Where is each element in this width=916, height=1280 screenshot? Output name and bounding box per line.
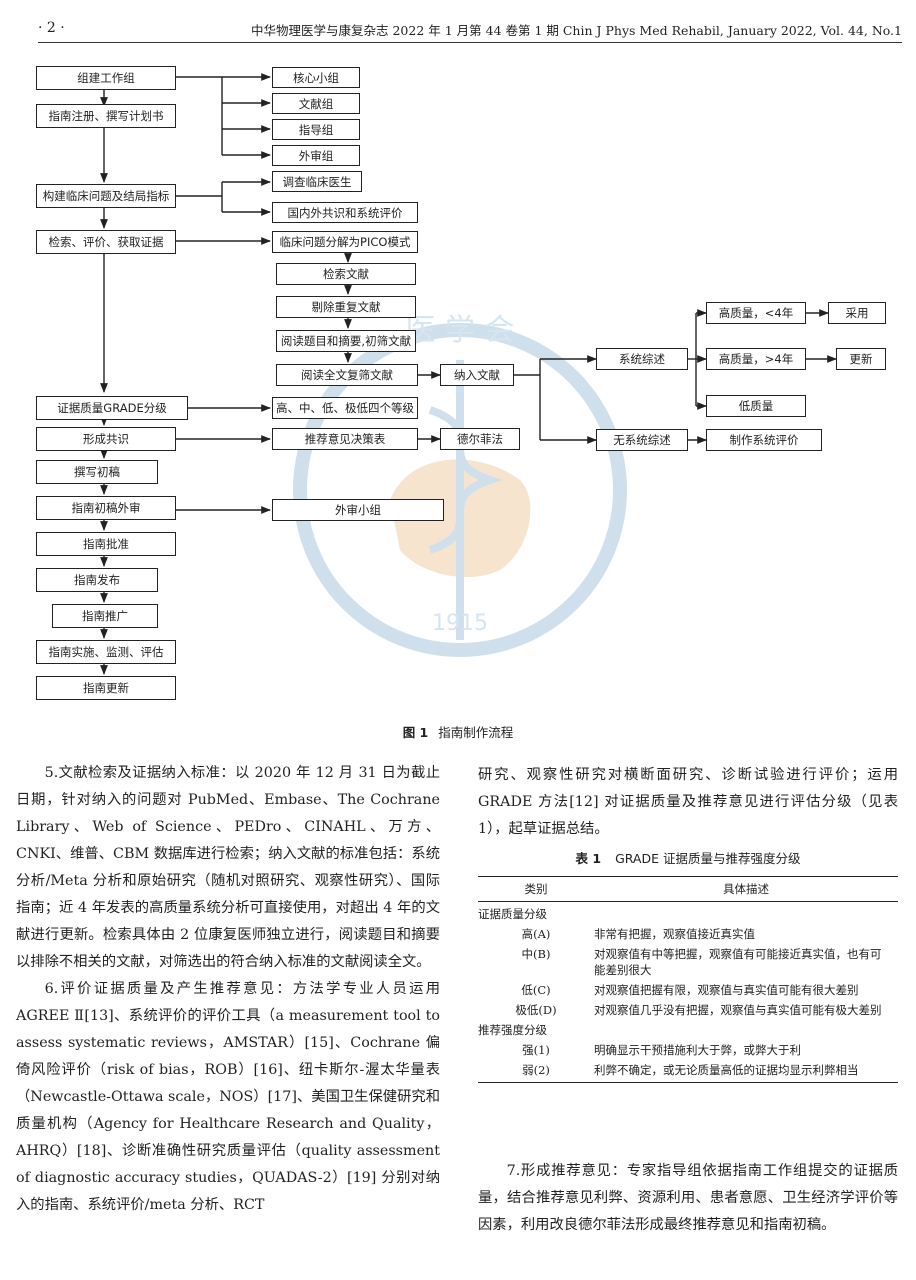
table-cell-description: 对观察值把握有限，观察值与真实值可能有很大差别 bbox=[594, 983, 859, 997]
right-column-top: 研究、观察性研究对横断面研究、诊断试验进行评价；运用 GRADE 方法[12] … bbox=[478, 762, 898, 843]
paragraph-6: 6.评价证据质量及产生推荐意见：方法学专业人员运用 AGREE Ⅱ[13]、系统… bbox=[16, 981, 440, 1213]
node-external-group: 外审组 bbox=[272, 145, 360, 166]
node-search-literature: 检索文献 bbox=[276, 263, 416, 285]
table-title: 表 1 GRADE 证据质量与推荐强度分级 bbox=[478, 848, 898, 867]
table-cell-category: 低(C) bbox=[521, 983, 551, 997]
table-label: 表 1 bbox=[575, 851, 602, 866]
figure-caption-text: 指南制作流程 bbox=[438, 725, 514, 740]
node-draft: 撰写初稿 bbox=[36, 460, 158, 484]
node-build-workgroup: 组建工作组 bbox=[36, 66, 176, 90]
paragraph-7: 7.形成推荐意见：专家指导组依据指南工作组提交的证据质量，结合推荐意见利弊、资源… bbox=[478, 1163, 898, 1233]
node-publish: 指南发布 bbox=[36, 568, 158, 592]
table-group-row: 推荐强度分级 bbox=[478, 1021, 898, 1041]
node-make-review: 制作系统评价 bbox=[706, 429, 822, 451]
table-cell-description: 明确显示干预措施利大于弊，或弊大于利 bbox=[594, 1043, 801, 1057]
table-row: 弱(2)利弊不确定，或无论质量高低的证据均显示利弊相当 bbox=[478, 1061, 898, 1083]
flowchart-figure: 组建工作组 指南注册、撰写计划书 构建临床问题及结局指标 检索、评价、获取证据 … bbox=[0, 48, 916, 748]
table-cell-description: 非常有把握，观察值接近真实值 bbox=[594, 927, 755, 941]
node-fulltext-screening: 阅读全文复筛文献 bbox=[276, 364, 418, 386]
table-header-description: 具体描述 bbox=[594, 876, 898, 902]
node-grade-rating: 证据质量GRADE分级 bbox=[36, 396, 188, 420]
table-cell-category: 弱(2) bbox=[478, 1061, 594, 1083]
node-remove-duplicates: 剔除重复文献 bbox=[276, 296, 416, 318]
node-external-review-team: 外审小组 bbox=[272, 499, 444, 521]
node-register-plan: 指南注册、撰写计划书 bbox=[36, 104, 176, 128]
journal-citation: 中华物理医学与康复杂志 2022 年 1 月第 44 卷第 1 期 Chin J… bbox=[250, 23, 902, 38]
node-delphi: 德尔菲法 bbox=[440, 428, 520, 450]
node-guideline-update: 指南更新 bbox=[36, 676, 176, 700]
node-literature-group: 文献组 bbox=[272, 93, 360, 114]
right-column-bottom: 7.形成推荐意见：专家指导组依据指南工作组提交的证据质量，结合推荐意见利弊、资源… bbox=[478, 1158, 898, 1239]
paragraph-5: 5.文献检索及证据纳入标准：以 2020 年 12 月 31 日为截止日期，针对… bbox=[16, 765, 440, 970]
table-cell-description: 对观察值有中等把握，观察值有可能接近真实值，也有可能差别很大 bbox=[594, 947, 882, 977]
node-no-systematic-review: 无系统综述 bbox=[596, 429, 688, 451]
table-cell-description: 利弊不确定，或无论质量高低的证据均显示利弊相当 bbox=[594, 1061, 898, 1083]
node-consensus-reviews: 国内外共识和系统评价 bbox=[272, 202, 418, 223]
running-header: · 2 · 中华物理医学与康复杂志 2022 年 1 月第 44 卷第 1 期 … bbox=[38, 14, 902, 43]
table-cell-category: 中(B) bbox=[521, 947, 551, 961]
table-group-label: 证据质量分级 bbox=[478, 907, 547, 921]
left-column: 5.文献检索及证据纳入标准：以 2020 年 12 月 31 日为截止日期，针对… bbox=[16, 760, 440, 1219]
node-approve: 指南批准 bbox=[36, 532, 176, 556]
node-decision-table: 推荐意见决策表 bbox=[272, 428, 418, 450]
node-form-consensus: 形成共识 bbox=[36, 427, 176, 451]
node-core-group: 核心小组 bbox=[272, 67, 360, 88]
node-pico: 临床问题分解为PICO模式 bbox=[272, 231, 418, 253]
table-cell-category: 高(A) bbox=[521, 927, 551, 941]
table-cell-description: 对观察值几乎没有把握，观察值与真实值可能有极大差别 bbox=[594, 1003, 882, 1017]
node-promote: 指南推广 bbox=[52, 604, 158, 628]
table-row: 高(A) 非常有把握，观察值接近真实值 bbox=[478, 925, 898, 945]
table-header-category: 类别 bbox=[478, 876, 594, 902]
node-high-quality-recent: 高质量，<4年 bbox=[706, 302, 806, 324]
figure-caption: 图 1 指南制作流程 bbox=[0, 722, 916, 741]
node-high-quality-old: 高质量，>4年 bbox=[706, 348, 806, 370]
grade-table: 类别 具体描述 证据质量分级 高(A) 非常有把握，观察值接近真实值 中(B) 对观… bbox=[478, 876, 898, 1083]
node-guidance-group: 指导组 bbox=[272, 119, 360, 140]
figure-caption-label: 图 1 bbox=[402, 725, 429, 740]
page-number: · 2 · bbox=[38, 20, 65, 36]
flowchart-connectors bbox=[100, 73, 837, 675]
node-implement: 指南实施、监测、评估 bbox=[36, 640, 176, 664]
table-row: 极低(D) 对观察值几乎没有把握，观察值与真实值可能有极大差别 bbox=[478, 1001, 898, 1021]
node-systematic-review: 系统综述 bbox=[596, 348, 688, 370]
node-survey-clinicians: 调查临床医生 bbox=[272, 171, 362, 192]
table-title-text: GRADE 证据质量与推荐强度分级 bbox=[615, 851, 801, 866]
node-clinical-questions: 构建临床问题及结局指标 bbox=[36, 184, 176, 208]
node-draft-review: 指南初稿外审 bbox=[36, 496, 176, 520]
node-update: 更新 bbox=[836, 348, 886, 370]
table-row: 低(C) 对观察值把握有限，观察值与真实值可能有很大差别 bbox=[478, 981, 898, 1001]
table-header-row: 类别 具体描述 bbox=[478, 876, 898, 902]
node-screen-abstracts: 阅读题目和摘要,初筛文献 bbox=[276, 330, 416, 352]
table-cell-category: 强(1) bbox=[522, 1043, 550, 1057]
table-row: 中(B) 对观察值有中等把握，观察值有可能接近真实值，也有可能差别很大 bbox=[478, 945, 898, 981]
node-low-quality: 低质量 bbox=[706, 395, 806, 417]
node-four-levels: 高、中、低、极低四个等级 bbox=[272, 397, 418, 419]
table-group-label: 推荐强度分级 bbox=[478, 1023, 547, 1037]
node-included-literature: 纳入文献 bbox=[440, 364, 514, 386]
table-group-row: 证据质量分级 bbox=[478, 902, 898, 926]
table-row: 强(1) 明确显示干预措施利大于弊，或弊大于利 bbox=[478, 1041, 898, 1061]
table-cell-category: 极低(D) bbox=[515, 1003, 557, 1017]
node-retrieve-evidence: 检索、评价、获取证据 bbox=[36, 230, 176, 254]
node-adopt: 采用 bbox=[828, 302, 886, 324]
paragraph-6-continued: 研究、观察性研究对横断面研究、诊断试验进行评价；运用 GRADE 方法[12] … bbox=[478, 767, 898, 837]
